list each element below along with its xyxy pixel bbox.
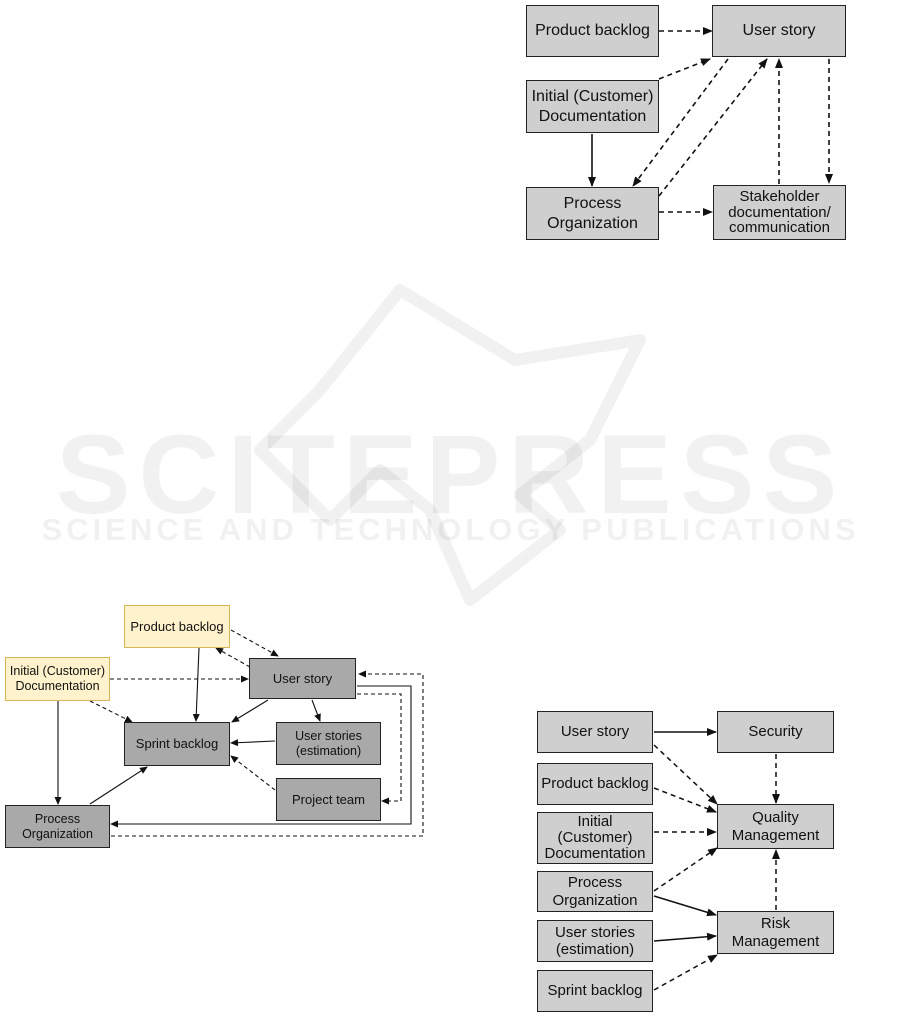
d2-node-initial-documentation: Initial (Customer) Documentation [5,657,110,701]
d3-node-process-organization: Process Organization [537,871,653,912]
d3-edge-process-risk [653,895,717,917]
d3-node-user-stories-estimation: User stories (estimation) [537,920,653,962]
d3-edge-userstory-quality [653,744,718,805]
d3-node-sprint-backlog: Sprint backlog [537,970,653,1012]
d2-edge-initial-sprint [89,700,133,723]
d3-edge-process-quality [653,847,718,892]
d3-node-risk-management: Risk Management [717,911,834,954]
d1-node-product-backlog: Product backlog [526,5,659,57]
d2-node-process-organization: Process Organization [5,805,110,848]
d2-edge-backlog-sprint [192,647,200,722]
d2-edge-estimation-sprint [230,739,276,747]
d3-node-quality-management: Quality Management [717,804,834,849]
d2-edge-backlog-userstory [230,629,279,657]
d1-node-initial-documentation: Initial (Customer) Documentation [526,80,659,133]
d2-edge-process-sprint [89,766,148,805]
d2-node-product-backlog: Product backlog [124,605,230,648]
d1-node-process-organization: Process Organization [526,187,659,240]
d2-edge-userstory-team [357,693,402,805]
d2-node-user-stories-estimation: User stories (estimation) [276,722,381,765]
d2-edge-process-userstory [111,670,424,837]
d3-node-security: Security [717,711,834,753]
d2-node-sprint-backlog: Sprint backlog [124,722,230,766]
d1-node-stakeholder: Stakeholder documentation/ communication [713,185,846,240]
d2-edge-userstory-backlog [215,647,251,668]
d3-edge-sprint-risk [653,954,718,991]
d2-edge-userstory-estimation [311,699,321,722]
d3-edge-backlog-quality [653,787,717,813]
d1-edge-process-userstory [658,58,768,197]
d2-node-user-story: User story [249,658,356,699]
d3-node-user-story: User story [537,711,653,753]
d3-node-initial-documentation: Initial (Customer) Documentation [537,812,653,864]
d1-edge-initial-userstory [658,58,711,80]
d2-edge-userstory-sprint [231,699,269,723]
d3-edge-estimation-risk [653,932,717,942]
d3-node-product-backlog: Product backlog [537,763,653,805]
d2-edge-team-sprint [230,755,276,791]
d1-node-user-story: User story [712,5,846,57]
d2-node-project-team: Project team [276,778,381,821]
d2-edge-userstory-process [110,685,412,828]
